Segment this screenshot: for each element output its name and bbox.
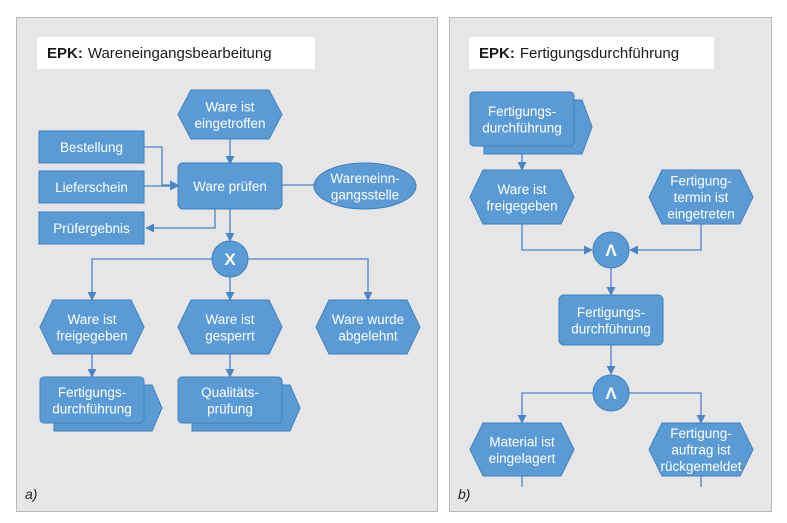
event-fertigungsauftrag-rueckgemeldet-shape (648, 422, 754, 477)
panel-a-title-text: Wareneingangsbearbeitung (87, 44, 272, 62)
operator-and-1-label: Λ (605, 241, 617, 260)
operator-and-1: Λ (592, 231, 630, 269)
panel-a-title-prefix: EPK: (47, 44, 83, 62)
event-ware-freigegeben-b-line-1: Ware ist (497, 182, 546, 197)
panel-a-label: a) (25, 486, 38, 502)
event-ware-freigegeben-shape (39, 299, 145, 355)
org-wareneingangsstelle: Wareneinn-gangsstelle (313, 162, 417, 210)
process-qualitaetspruefung-line-1: Qualitäts- (201, 385, 259, 400)
operator-xor: X (211, 240, 249, 278)
function-fertigungsdurchfuehrung: Fertigungs-durchführung (558, 294, 664, 346)
event-ware-gesperrt-shape (177, 299, 283, 355)
operator-and-2-label: Λ (605, 384, 617, 403)
process-qualitaetspruefung-line-2: prüfung (207, 401, 253, 416)
event-ware-freigegeben-b-shape (469, 169, 575, 225)
event-material-eingelagert: Material ist eingelagert (469, 422, 575, 477)
function-ware-pruefen-shape (177, 162, 283, 210)
event-ware-gesperrt-line-1: Ware ist (205, 312, 254, 327)
event-fertigungstermin-line-3: eingetreten (667, 207, 735, 222)
process-fertigungsdurchfuehrung-b: Fertigungs-durchführung (469, 91, 593, 155)
event-ware-abgelehnt-shape (315, 299, 421, 355)
edge-and2-rueck (629, 392, 706, 424)
process-fertigungsdurchfuehrung-a-shape (39, 376, 145, 424)
org-wareneingangsstelle-shape (313, 162, 417, 210)
process-fertigungsdurchfuehrung-b-shape (469, 91, 575, 147)
doc-lieferschein-shape (38, 170, 145, 204)
event-fertigungsauftrag-rueckgemeldet-line-3: rückgemeldet (660, 459, 741, 474)
operator-and-2: Λ (592, 374, 630, 412)
operator-xor-shape (211, 240, 249, 278)
process-fertigungsdurchfuehrung-b-line-2: durchführung (482, 120, 562, 135)
process-fertigungsdurchfuehrung-a-line-1: Fertigungs- (58, 385, 126, 400)
process-fertigungsdurchfuehrung-b-line-1: Fertigungs- (488, 104, 556, 119)
function-fertigungsdurchfuehrung-shape (558, 294, 664, 346)
edge-pruefen-pruefergebnis (145, 209, 216, 233)
function-fertigungsdurchfuehrung-line-2: durchführung (571, 321, 651, 336)
event-ware-gesperrt-line-2: gesperrt (205, 328, 255, 343)
edge-bestellung-pruefen (144, 146, 179, 190)
doc-pruefergebnis-shape (38, 211, 145, 245)
edge-and2-material (517, 392, 593, 424)
org-wareneingangsstelle-line-1: Wareneinn- (330, 171, 399, 186)
event-ware-freigegeben-line-1: Ware ist (67, 312, 116, 327)
event-ware-eingetroffen: Ware ist eingetroffen (177, 89, 283, 140)
event-fertigungstermin-shape (648, 169, 754, 225)
doc-bestellung-shape (38, 130, 145, 164)
doc-pruefergebnis: Prüfergebnis (38, 211, 145, 245)
operator-and-1-shape (592, 231, 630, 269)
function-ware-pruefen-line-1: Ware prüfen (193, 179, 267, 194)
process-qualitaetspruefung: Qualitäts-prüfung (177, 376, 301, 432)
event-fertigungstermin: Fertigung-termin ist eingetreten (648, 169, 754, 225)
panel-a-title: EPK: Wareneingangsbearbeitung (37, 37, 315, 69)
event-material-eingelagert-line-1: Material ist (489, 434, 555, 449)
edge-freigegeben-and1 (521, 224, 593, 255)
operator-xor-label: X (224, 250, 236, 269)
edge-xor-freigegeben (87, 258, 212, 301)
doc-bestellung-line-1: Bestellung (60, 140, 123, 155)
event-ware-eingetroffen-line-1: Ware ist (205, 99, 254, 114)
doc-bestellung: Bestellung (38, 130, 145, 164)
panel-b-title-text: Fertigungsdurchführung (519, 44, 680, 62)
event-ware-eingetroffen-shape (177, 89, 283, 140)
event-ware-abgelehnt-line-2: abgelehnt (338, 328, 398, 343)
event-ware-freigegeben-line-2: freigegeben (56, 328, 127, 343)
event-fertigungsauftrag-rueckgemeldet-line-2: auftrag ist (671, 443, 731, 458)
function-ware-pruefen: Ware prüfen (177, 162, 283, 210)
event-ware-eingetroffen-line-2: eingetroffen (194, 116, 265, 131)
process-fertigungsdurchfuehrung-a: Fertigungs-durchführung (39, 376, 163, 432)
panel-b-title-prefix: EPK: (479, 44, 515, 62)
operator-and-2-shape (592, 374, 630, 412)
org-wareneingangsstelle-line-2: gangsstelle (331, 187, 399, 202)
panel-b-title: EPK: Fertigungsdurchführung (469, 37, 714, 69)
event-material-eingelagert-shape (469, 422, 575, 477)
event-fertigungsauftrag-rueckgemeldet-line-1: Fertigung- (670, 426, 732, 441)
event-fertigungstermin-line-1: Fertigung- (670, 174, 732, 189)
doc-pruefergebnis-line-1: Prüfergebnis (53, 221, 130, 236)
edge-xor-abgelehnt (248, 258, 373, 301)
event-fertigungstermin-line-2: termin ist (674, 190, 729, 205)
event-ware-abgelehnt-line-1: Ware wurde (332, 312, 404, 327)
event-material-eingelagert-line-2: eingelagert (489, 451, 556, 466)
process-qualitaetspruefung-shape (177, 376, 283, 424)
process-fertigungsdurchfuehrung-a-line-2: durchführung (52, 401, 132, 416)
edge-termin-and1 (629, 224, 702, 255)
doc-lieferschein: Lieferschein (38, 170, 145, 204)
doc-lieferschein-line-1: Lieferschein (55, 180, 128, 195)
event-ware-freigegeben-b-line-2: freigegeben (486, 198, 557, 213)
function-fertigungsdurchfuehrung-line-1: Fertigungs- (577, 305, 645, 320)
panel-b-label: b) (458, 486, 471, 502)
